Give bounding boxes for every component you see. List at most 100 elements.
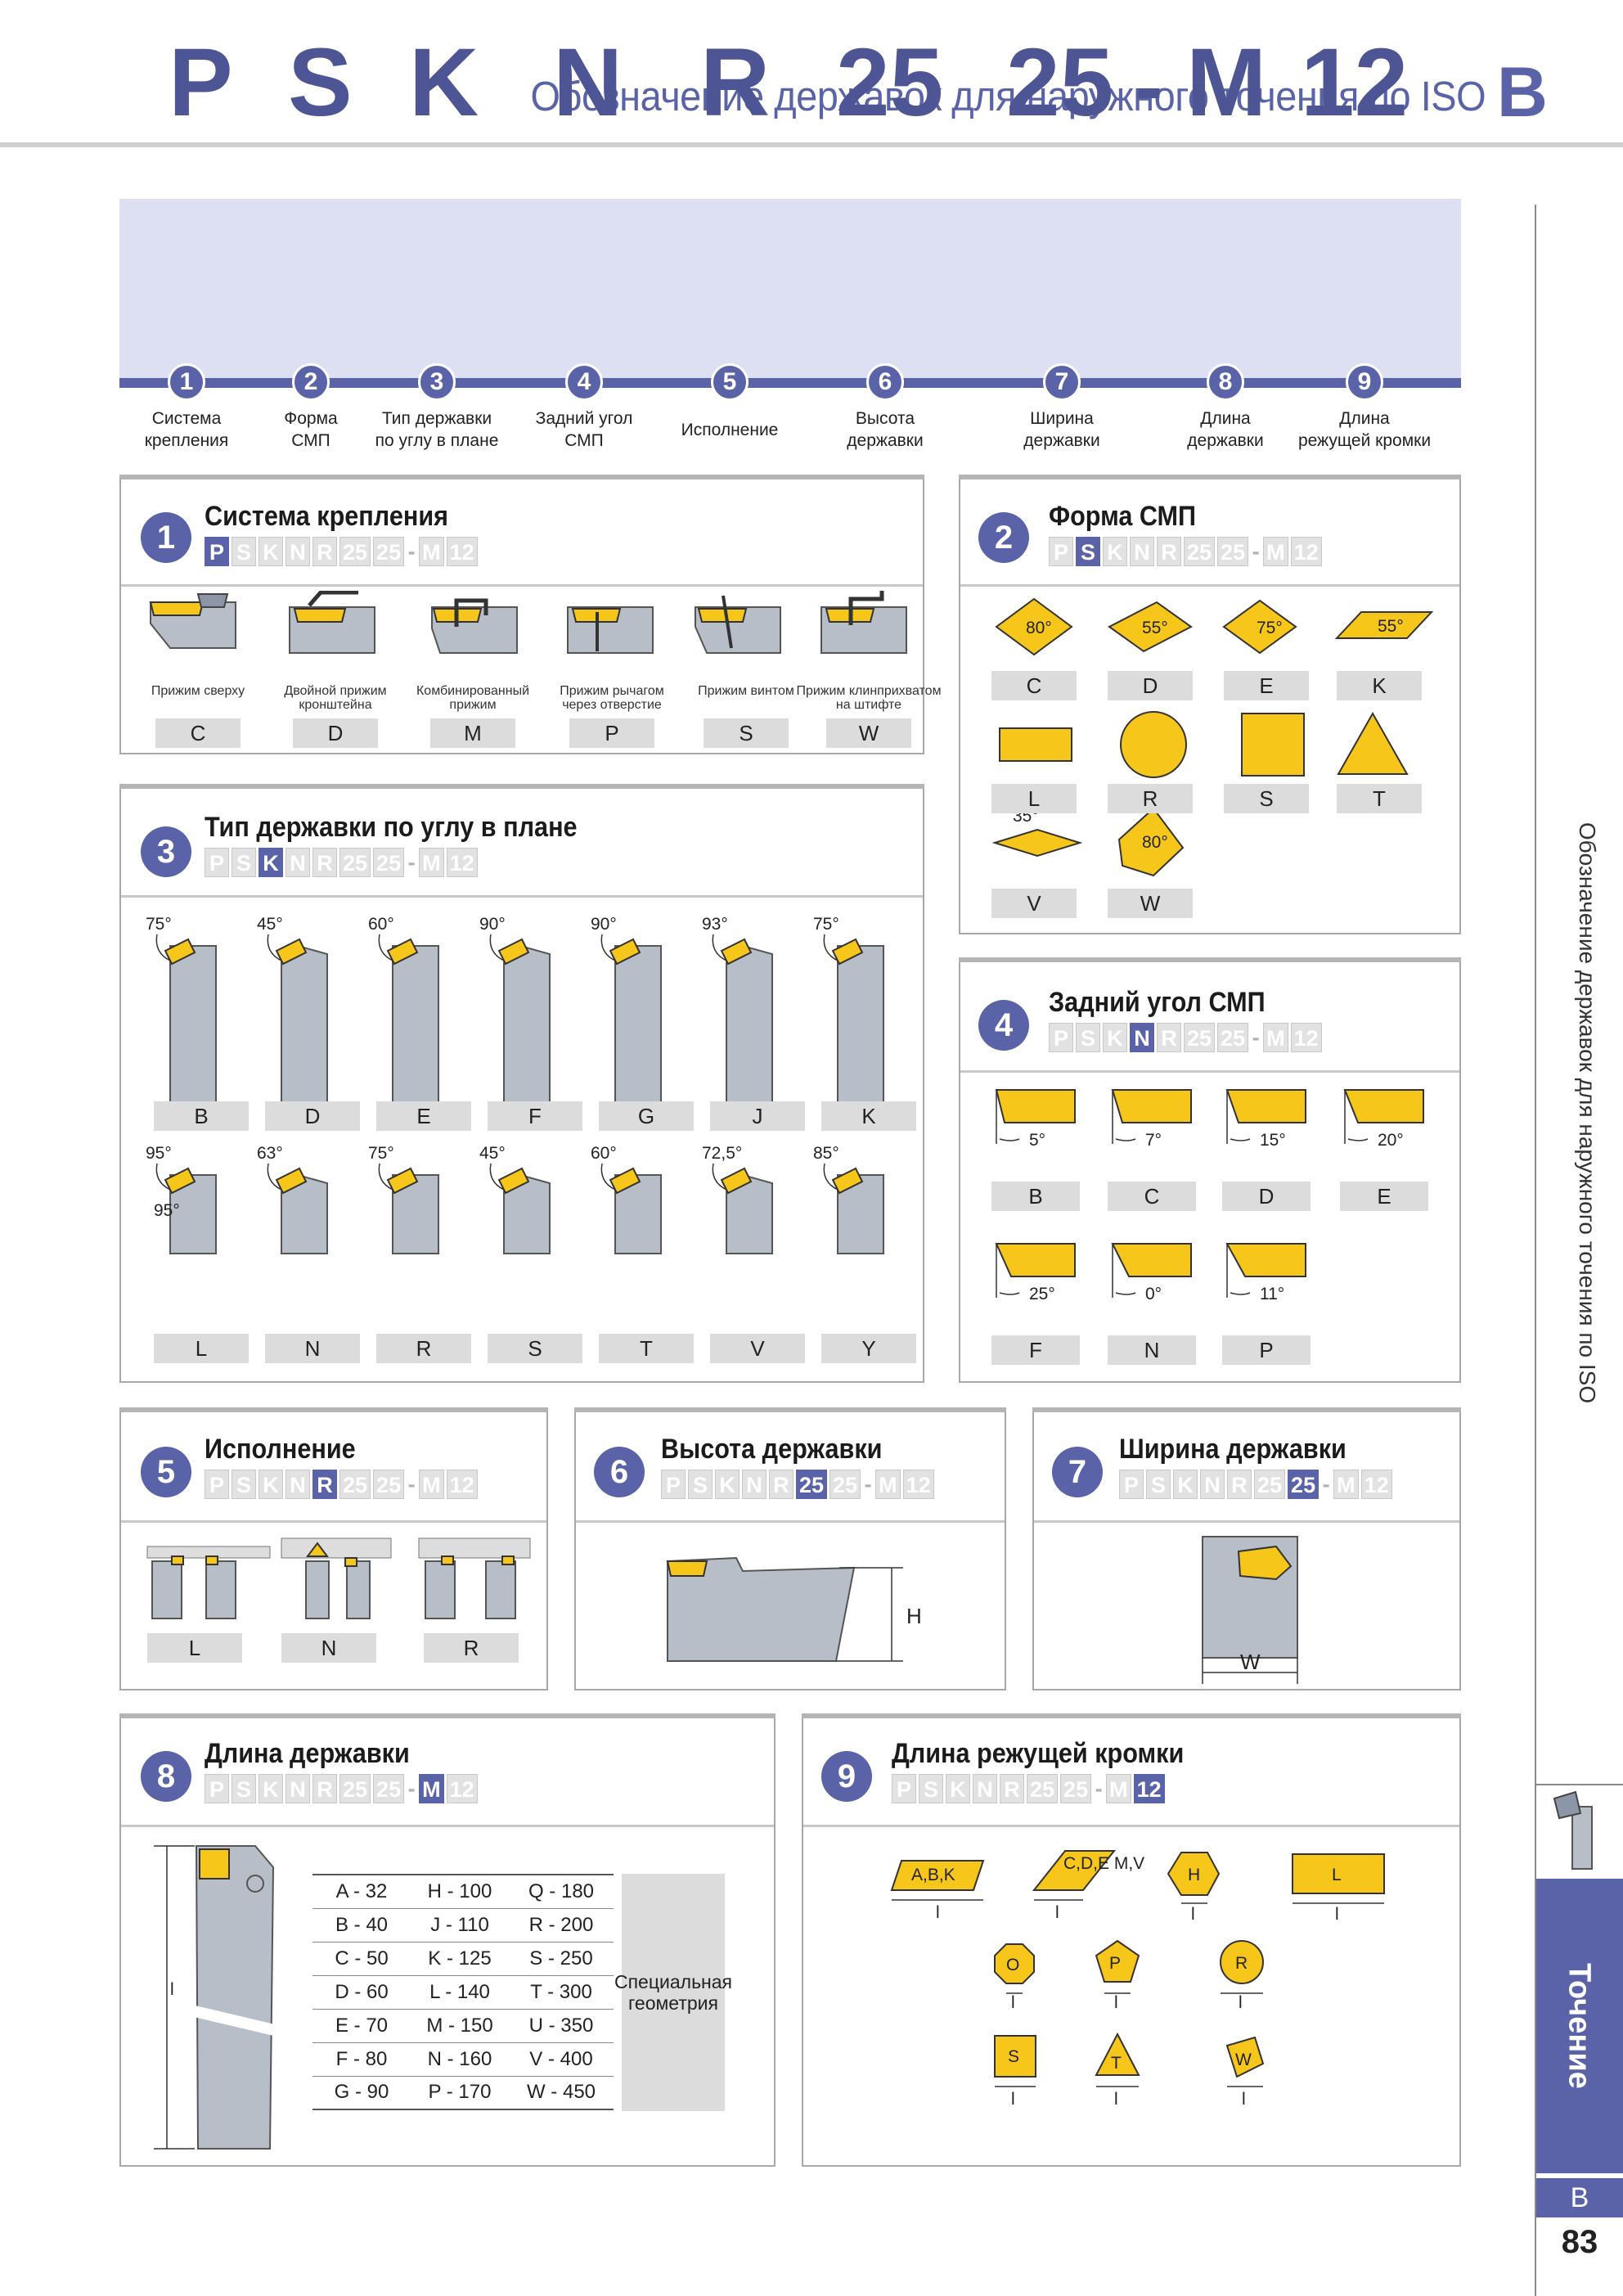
step-label-line: СМП [291, 431, 330, 450]
section-title: Ширина державки [1119, 1434, 1347, 1465]
mini-code-char: R [1000, 1774, 1024, 1803]
holder-type-v-illustration: 72,5° [702, 1144, 773, 1254]
clearance-p-illustration: 11° [1225, 1243, 1306, 1303]
insert-angle-c: 80° [1026, 619, 1052, 637]
holder-type-code-g: G [599, 1101, 694, 1131]
mini-code-char: M [1333, 1470, 1359, 1499]
step-badge: 1 [168, 363, 205, 401]
caption-line: Прижим рычагом [560, 684, 664, 698]
svg-text:l: l [1335, 1905, 1339, 1924]
section-title: Высота державки [661, 1434, 883, 1465]
chapter-letter: B [1536, 2178, 1623, 2217]
mini-code-char: R [312, 537, 337, 566]
mini-code-char: 12 [1360, 1470, 1392, 1499]
edge-length-label: l [936, 1903, 940, 1922]
holder-type-code-v: V [710, 1334, 805, 1363]
insert-o [994, 1943, 1035, 1984]
holder-angle-label: 72,5° [702, 1144, 742, 1163]
insert-shape-c [995, 597, 1073, 656]
page-title: Обозначение державок для наружного точен… [530, 73, 1486, 119]
mini-code-char: R [1157, 537, 1181, 566]
section-number-badge: 2 [978, 512, 1029, 563]
mini-code-active: R [312, 1470, 337, 1499]
mini-code-char: P [661, 1470, 686, 1499]
step-label-line: державки [1023, 431, 1100, 450]
step-badge: 5 [711, 363, 749, 401]
holder-angle-label: 45° [257, 915, 283, 934]
clearance-angle-illustrations: 5°7°15°20°25°0°11° [995, 1089, 1424, 1303]
holder-length-illustration: l [154, 1845, 286, 2150]
insert-shape-code-r: R [1108, 784, 1193, 813]
header-rule [0, 142, 1623, 147]
mini-code-char: S [232, 1470, 256, 1499]
step-label: Исполнение [681, 419, 779, 441]
step-badge: 6 [866, 363, 904, 401]
clearance-angle-label: 20° [1378, 1131, 1404, 1150]
insert-t [1095, 2032, 1140, 2076]
double-clamp-illustration [289, 591, 375, 654]
holder-angle-label: 75° [368, 1144, 394, 1163]
mini-code-active: 25 [1288, 1470, 1320, 1499]
insert-shape-e [1222, 599, 1297, 655]
mini-code-char: M [1263, 1023, 1288, 1052]
svg-text:l: l [1011, 2090, 1015, 2109]
insert-shape-v [991, 828, 1083, 858]
mini-code-char: N [285, 1774, 310, 1803]
mini-code-char: 25 [373, 537, 405, 566]
insert-angle-e: 75° [1257, 619, 1283, 637]
section-letter: B [1496, 53, 1548, 132]
clamping-code-w: W [826, 718, 911, 748]
holder-type-k-illustration: 75° [813, 915, 884, 1110]
holder-types-illustrations: 75°45°60°90°90°93°75°95°95°63°75°45°60°7… [146, 915, 884, 1254]
clearance-code-f: F [991, 1335, 1080, 1365]
caption-line: кронштейна [299, 698, 372, 712]
mini-code-char: - [1252, 1025, 1260, 1050]
mini-code-char: N [973, 1774, 997, 1803]
mini-code-char: P [1049, 537, 1073, 566]
caption-line: Прижим винтом [698, 684, 794, 698]
holder-width-illustration: W [1202, 1536, 1298, 1684]
insert-shape-code-l: L [991, 784, 1077, 813]
chapter-tab[interactable] [1536, 1879, 1623, 2173]
mini-code-char: M [1106, 1774, 1131, 1803]
length-code-cell: C - 50 [312, 1941, 411, 1975]
svg-text:l: l [1055, 1903, 1059, 1922]
mini-code-char: N [285, 848, 310, 877]
insert-h [1167, 1852, 1221, 1896]
length-code-cell: P - 170 [411, 2075, 509, 2110]
mini-code-char: R [1227, 1470, 1252, 1499]
code-banner [119, 199, 1461, 379]
mini-code-char: R [312, 848, 337, 877]
mini-code-active: N [1130, 1023, 1154, 1052]
mini-code-char: R [769, 1470, 794, 1499]
clearance-code-p: P [1222, 1335, 1311, 1365]
length-code-cell: F - 80 [312, 2042, 411, 2076]
step-label-line: Высота [855, 409, 915, 428]
shape-label-p: P [1109, 1954, 1121, 1973]
holder-type-s-illustration: 45° [479, 1144, 551, 1254]
step-badge: 8 [1207, 363, 1244, 401]
length-code-cell: U - 350 [509, 2008, 614, 2042]
clearance-e-illustration: 20° [1343, 1089, 1424, 1150]
shape-label-cdemv: C,D,E M,V [1063, 1854, 1144, 1873]
mini-code-char: 25 [1217, 1023, 1249, 1052]
clearance-c-illustration: 7° [1111, 1089, 1192, 1150]
mini-code-char: N [285, 1470, 310, 1499]
length-code-cell: B - 40 [312, 1907, 411, 1942]
clearance-angle-label: 7° [1145, 1131, 1162, 1150]
mini-code-active: P [205, 537, 229, 566]
mini-code-char: S [1146, 1470, 1171, 1499]
holder-type-code-e: E [376, 1101, 471, 1131]
